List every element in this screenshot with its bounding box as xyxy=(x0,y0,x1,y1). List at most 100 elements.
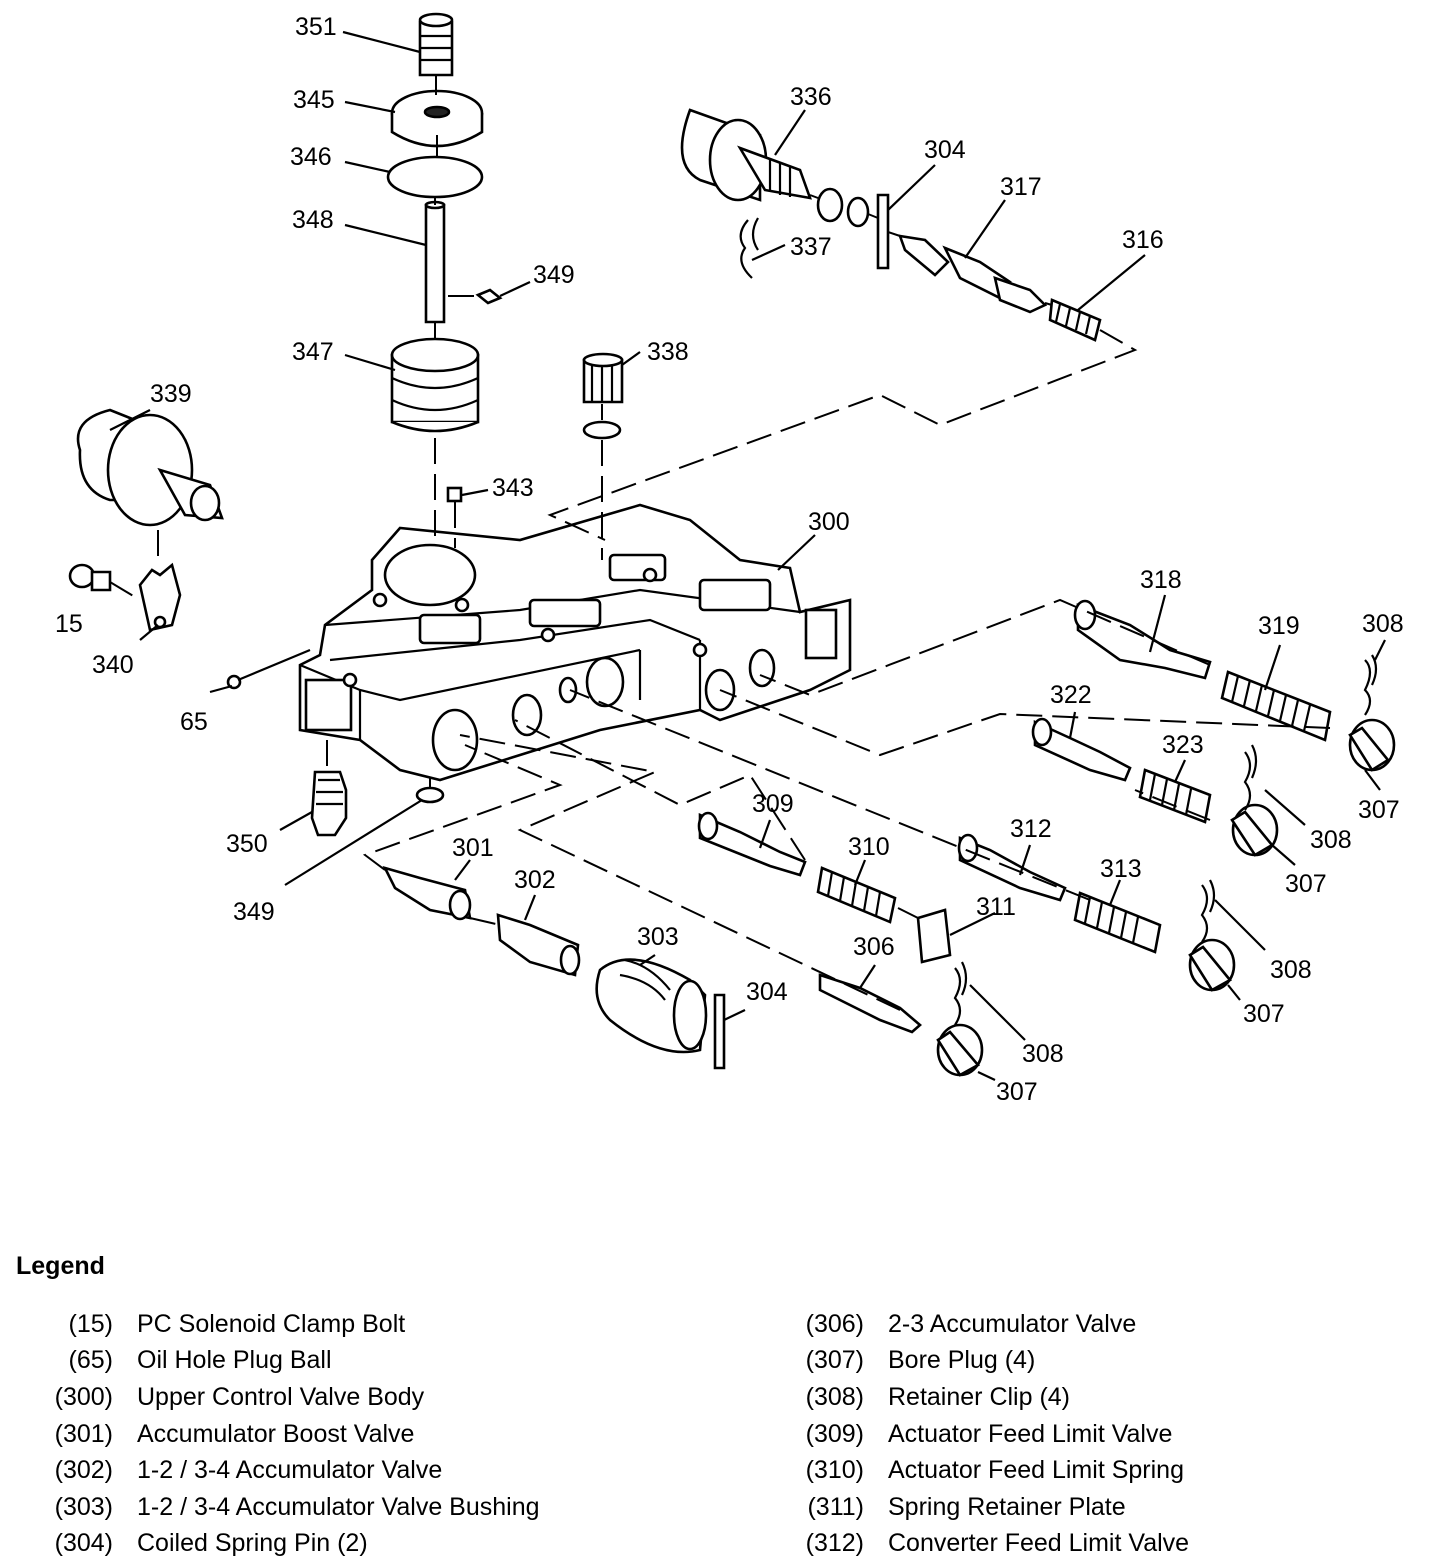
callout-343: 343 xyxy=(492,474,534,502)
callout-309: 309 xyxy=(752,790,794,818)
legend-row: (302) 1-2 / 3-4 Accumulator Valve xyxy=(0,1452,540,1489)
callout-300: 300 xyxy=(808,508,850,536)
legend-description: Upper Control Valve Body xyxy=(137,1382,425,1411)
callout-319: 319 xyxy=(1258,612,1300,640)
legend-row: (306) 2-3 Accumulator Valve xyxy=(760,1306,1189,1343)
pc-solenoid-group xyxy=(68,408,311,690)
legend-number: (65) xyxy=(68,1346,113,1375)
callout-307-r2: 307 xyxy=(1285,870,1327,898)
legend-row: (303) 1-2 / 3-4 Accumulator Valve Bushing xyxy=(0,1489,540,1526)
lower-bore-row xyxy=(382,865,984,1077)
callout-307-r3: 307 xyxy=(1243,1000,1285,1028)
callout-302: 302 xyxy=(514,866,556,894)
legend-number: (300) xyxy=(54,1382,113,1411)
small-parts xyxy=(446,352,624,560)
legend: Legend (15) PC Solenoid Clamp Bolt (65) Oi… xyxy=(0,1252,1440,1564)
legend-number: (304) xyxy=(54,1529,113,1558)
pressure-switch-assembly xyxy=(386,12,503,545)
callout-317: 317 xyxy=(1000,173,1042,201)
callout-301: 301 xyxy=(452,834,494,862)
callout-307-r1: 307 xyxy=(1358,796,1400,824)
callout-322: 322 xyxy=(1050,681,1092,709)
callout-304-lower: 304 xyxy=(746,978,788,1006)
callout-65: 65 xyxy=(180,708,208,736)
callout-303: 303 xyxy=(637,923,679,951)
callout-15: 15 xyxy=(55,610,83,638)
legend-row: (308) Retainer Clip (4) xyxy=(760,1379,1189,1416)
legend-description: Oil Hole Plug Ball xyxy=(137,1346,332,1375)
legend-description: 1-2 / 3-4 Accumulator Valve xyxy=(137,1456,443,1485)
callout-348: 348 xyxy=(292,206,334,234)
legend-number: (312) xyxy=(805,1529,864,1558)
legend-number: (306) xyxy=(805,1309,864,1338)
legend-row: (304) Coiled Spring Pin (2) xyxy=(0,1526,540,1563)
callout-labels: 351 345 346 348 349 347 339 15 340 65 34… xyxy=(55,13,1404,1106)
legend-row: (312) Converter Feed Limit Valve xyxy=(760,1526,1189,1563)
legend-description: 2-3 Accumulator Valve xyxy=(888,1309,1137,1338)
solenoid-336-group xyxy=(680,108,1102,342)
callout-304-upper: 304 xyxy=(924,136,966,164)
callout-308-r3: 308 xyxy=(1270,956,1312,984)
legend-row: (307) Bore Plug (4) xyxy=(760,1343,1189,1380)
legend-description: Actuator Feed Limit Valve xyxy=(888,1419,1173,1448)
legend-number: (308) xyxy=(805,1382,864,1411)
legend-row: (311)Spring Retainer Plate xyxy=(760,1489,1189,1526)
callout-340: 340 xyxy=(92,651,134,679)
exploded-view-diagram: 351 345 346 348 349 347 339 15 340 65 34… xyxy=(55,12,1404,1106)
legend-row: (300) Upper Control Valve Body xyxy=(0,1379,540,1416)
callout-351: 351 xyxy=(295,13,337,41)
legend-description: Bore Plug (4) xyxy=(888,1346,1036,1375)
callout-308-r1: 308 xyxy=(1362,610,1404,638)
legend-column-right: (306) 2-3 Accumulator Valve (307) Bore Plu… xyxy=(760,1306,1189,1562)
callout-339: 339 xyxy=(150,380,192,408)
legend-number: (15) xyxy=(68,1309,113,1338)
callout-312: 312 xyxy=(1010,815,1052,843)
legend-description: 1-2 / 3-4 Accumulator Valve Bushing xyxy=(137,1492,540,1521)
legend-number: (310) xyxy=(805,1456,864,1485)
callout-345: 345 xyxy=(293,86,335,114)
callout-316: 316 xyxy=(1122,226,1164,254)
callout-307-r4: 307 xyxy=(996,1078,1038,1106)
legend-number: (303) xyxy=(54,1492,113,1521)
callout-308-r2: 308 xyxy=(1310,826,1352,854)
legend-number: (302) xyxy=(54,1456,113,1485)
legend-row: (65) Oil Hole Plug Ball xyxy=(0,1343,540,1380)
callout-346: 346 xyxy=(290,143,332,171)
callout-337: 337 xyxy=(790,233,832,261)
callout-336: 336 xyxy=(790,83,832,111)
legend-column-left: (15) PC Solenoid Clamp Bolt (65) Oil Hole … xyxy=(0,1306,540,1562)
legend-description: Accumulator Boost Valve xyxy=(137,1419,415,1448)
legend-description: Coiled Spring Pin (2) xyxy=(137,1529,368,1558)
middle-bore-row xyxy=(697,811,952,964)
callout-318: 318 xyxy=(1140,566,1182,594)
legend-description: Converter Feed Limit Valve xyxy=(888,1529,1190,1558)
callout-350: 350 xyxy=(226,830,268,858)
legend-title: Legend xyxy=(16,1252,105,1280)
legend-number: (301) xyxy=(54,1419,113,1448)
legend-description: Retainer Clip (4) xyxy=(888,1382,1071,1411)
legend-number: (309) xyxy=(805,1419,864,1448)
callout-349-lower: 349 xyxy=(233,898,275,926)
legend-row: (309) Actuator Feed Limit Valve xyxy=(760,1416,1189,1453)
callout-349-upper: 349 xyxy=(533,261,575,289)
callout-311: 311 xyxy=(976,893,1016,921)
callout-308-r4: 308 xyxy=(1022,1040,1064,1068)
right-bore-row-1 xyxy=(1073,599,1396,772)
legend-number: (311) xyxy=(807,1492,864,1521)
callout-323: 323 xyxy=(1162,731,1204,759)
legend-row: (15) PC Solenoid Clamp Bolt xyxy=(0,1306,540,1343)
upper-control-valve-body xyxy=(298,503,852,782)
assembly-guide-lines xyxy=(362,329,1331,1011)
legend-number: (307) xyxy=(805,1346,864,1375)
right-bore-row-2 xyxy=(1031,717,1279,857)
legend-description: Actuator Feed Limit Spring xyxy=(888,1456,1184,1485)
callout-313: 313 xyxy=(1100,855,1142,883)
fitting-350 xyxy=(310,740,445,837)
legend-row: (301) Accumulator Boost Valve xyxy=(0,1416,540,1453)
callout-347: 347 xyxy=(292,338,334,366)
legend-description: PC Solenoid Clamp Bolt xyxy=(137,1309,406,1338)
callout-338: 338 xyxy=(647,338,689,366)
callout-306: 306 xyxy=(853,933,895,961)
legend-row: (310) Actuator Feed Limit Spring xyxy=(760,1452,1189,1489)
callout-310: 310 xyxy=(848,833,890,861)
